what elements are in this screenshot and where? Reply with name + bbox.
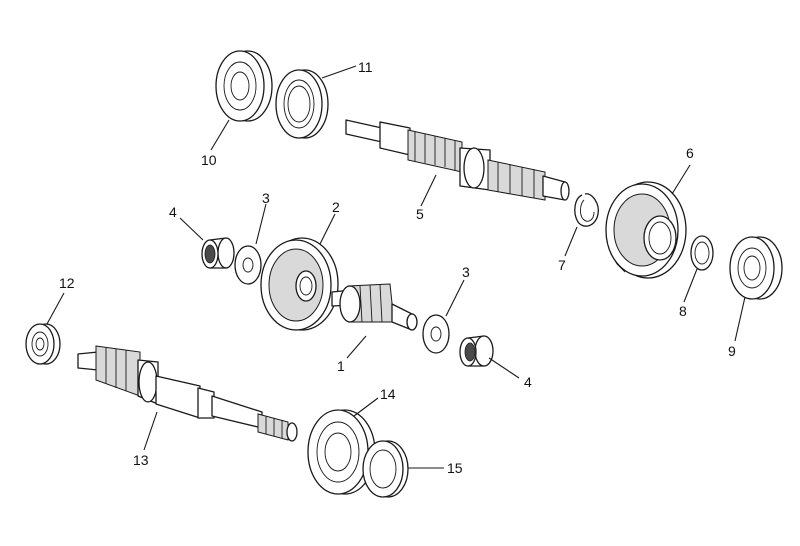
- leader-lines: [46, 65, 746, 469]
- part-12-bearing: [25, 323, 61, 365]
- part-6-gear: [605, 181, 687, 279]
- leader-6: [671, 164, 691, 195]
- callout-15: 15: [447, 460, 463, 476]
- leader-12: [46, 292, 65, 325]
- part-11-seal: [275, 69, 329, 139]
- leader-5: [420, 174, 437, 207]
- part-8-washer: [690, 235, 714, 271]
- part-4-needle-bearing-lower: [459, 335, 494, 367]
- callout-13: 13: [133, 452, 149, 468]
- callout-8: 8: [679, 303, 687, 319]
- leader-4b: [488, 357, 520, 379]
- leader-4a: [179, 217, 204, 241]
- callout-3b: 3: [462, 264, 470, 280]
- leader-14: [353, 397, 379, 417]
- callout-12: 12: [59, 275, 75, 291]
- callout-3a: 3: [262, 190, 270, 206]
- leader-8: [683, 268, 698, 303]
- part-4-needle-bearing-upper: [201, 237, 235, 269]
- leader-13: [143, 411, 158, 451]
- leader-10: [210, 119, 230, 151]
- part-3-washer-upper: [234, 245, 262, 285]
- callout-labels: 1 2 3 3 4 4 5 6 7 8 9 10 11 12 13 14 15: [59, 59, 736, 476]
- leader-1: [346, 335, 367, 359]
- callout-1: 1: [337, 358, 345, 374]
- callout-10: 10: [201, 152, 217, 168]
- part-15-seal: [362, 440, 409, 498]
- callout-2: 2: [332, 199, 340, 215]
- part-1-pinion-shaft: [331, 283, 418, 331]
- callout-7: 7: [558, 257, 566, 273]
- callout-9: 9: [728, 343, 736, 359]
- leader-9: [734, 296, 746, 342]
- callout-4a: 4: [169, 204, 177, 220]
- leader-2: [319, 213, 336, 245]
- leader-11: [321, 65, 357, 79]
- part-13-output-shaft: [77, 345, 298, 442]
- part-2-helical-gear: [260, 237, 339, 331]
- callout-14: 14: [380, 386, 396, 402]
- callout-4b: 4: [524, 374, 532, 390]
- leader-3b: [445, 279, 465, 317]
- part-5-main-shaft: [345, 119, 570, 201]
- part-7-circlip: [574, 193, 599, 227]
- callout-6: 6: [686, 145, 694, 161]
- part-14-bearing: [307, 409, 376, 495]
- callout-5: 5: [416, 206, 424, 222]
- part-3-washer-lower: [422, 314, 450, 354]
- leader-7: [564, 226, 578, 257]
- callout-11: 11: [358, 59, 373, 75]
- part-9-bearing: [729, 236, 783, 300]
- part-10-bearing: [215, 50, 273, 122]
- leader-3a: [255, 203, 267, 245]
